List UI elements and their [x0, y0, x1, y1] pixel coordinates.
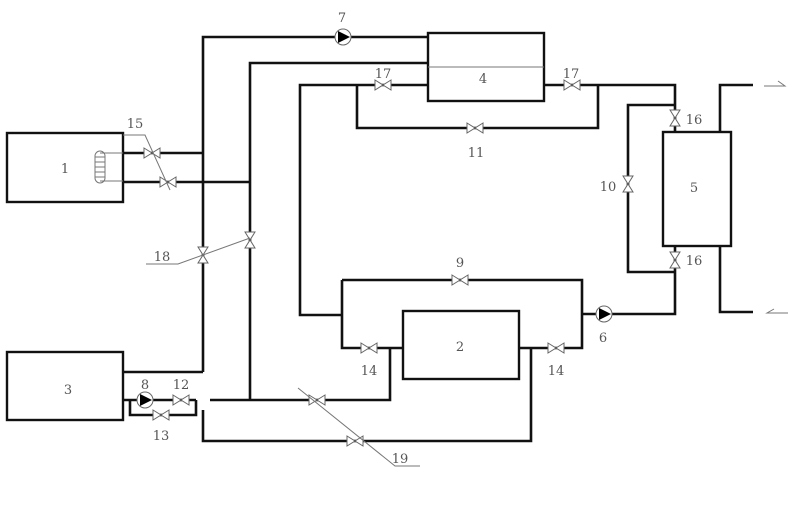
label-15: 15 [127, 117, 144, 132]
valve-18b-icon[interactable] [244, 231, 256, 249]
component-2 [401, 309, 521, 381]
label-9: 9 [456, 256, 464, 271]
label-12: 12 [173, 378, 190, 393]
valve-12-icon[interactable] [172, 394, 190, 406]
label-1: 1 [61, 162, 69, 177]
outflow-arrow-icon [764, 80, 787, 87]
pump-6-icon[interactable] [595, 305, 613, 323]
label-17b: 17 [563, 67, 580, 82]
valve-16b-icon[interactable] [669, 251, 681, 269]
label-14b: 14 [548, 364, 565, 379]
label-7: 7 [338, 11, 346, 26]
label-3: 3 [64, 383, 72, 398]
label-19: 19 [392, 452, 409, 467]
leader-18 [146, 237, 251, 265]
label-17a: 17 [375, 67, 392, 82]
label-5: 5 [690, 181, 698, 196]
valve-14a-icon[interactable] [360, 342, 378, 354]
label-16a: 16 [686, 113, 703, 128]
label-14a: 14 [361, 364, 378, 379]
label-16b: 16 [686, 254, 703, 269]
valve-9-icon[interactable] [451, 274, 469, 286]
label-2: 2 [456, 340, 464, 355]
label-4: 4 [479, 72, 487, 87]
inflow-arrow-icon [765, 308, 788, 314]
component-5 [661, 130, 733, 248]
valve-11-icon[interactable] [466, 122, 484, 134]
label-11: 11 [468, 146, 485, 161]
valve-10-icon[interactable] [622, 175, 634, 193]
pump-8-icon[interactable] [136, 391, 154, 409]
valve-16a-icon[interactable] [669, 109, 681, 127]
valve-14b-icon[interactable] [547, 342, 565, 354]
valve-13-icon[interactable] [152, 409, 170, 421]
leader-15 [123, 134, 171, 191]
label-6: 6 [599, 331, 607, 346]
component-3 [5, 350, 125, 422]
coil-icon [94, 150, 123, 184]
leader-19 [297, 387, 420, 467]
valve-19b-icon[interactable] [346, 435, 364, 447]
label-13: 13 [153, 429, 170, 444]
pump-7-icon[interactable] [334, 28, 352, 46]
label-18: 18 [154, 250, 171, 265]
label-8: 8 [141, 378, 149, 393]
label-10: 10 [600, 180, 617, 195]
